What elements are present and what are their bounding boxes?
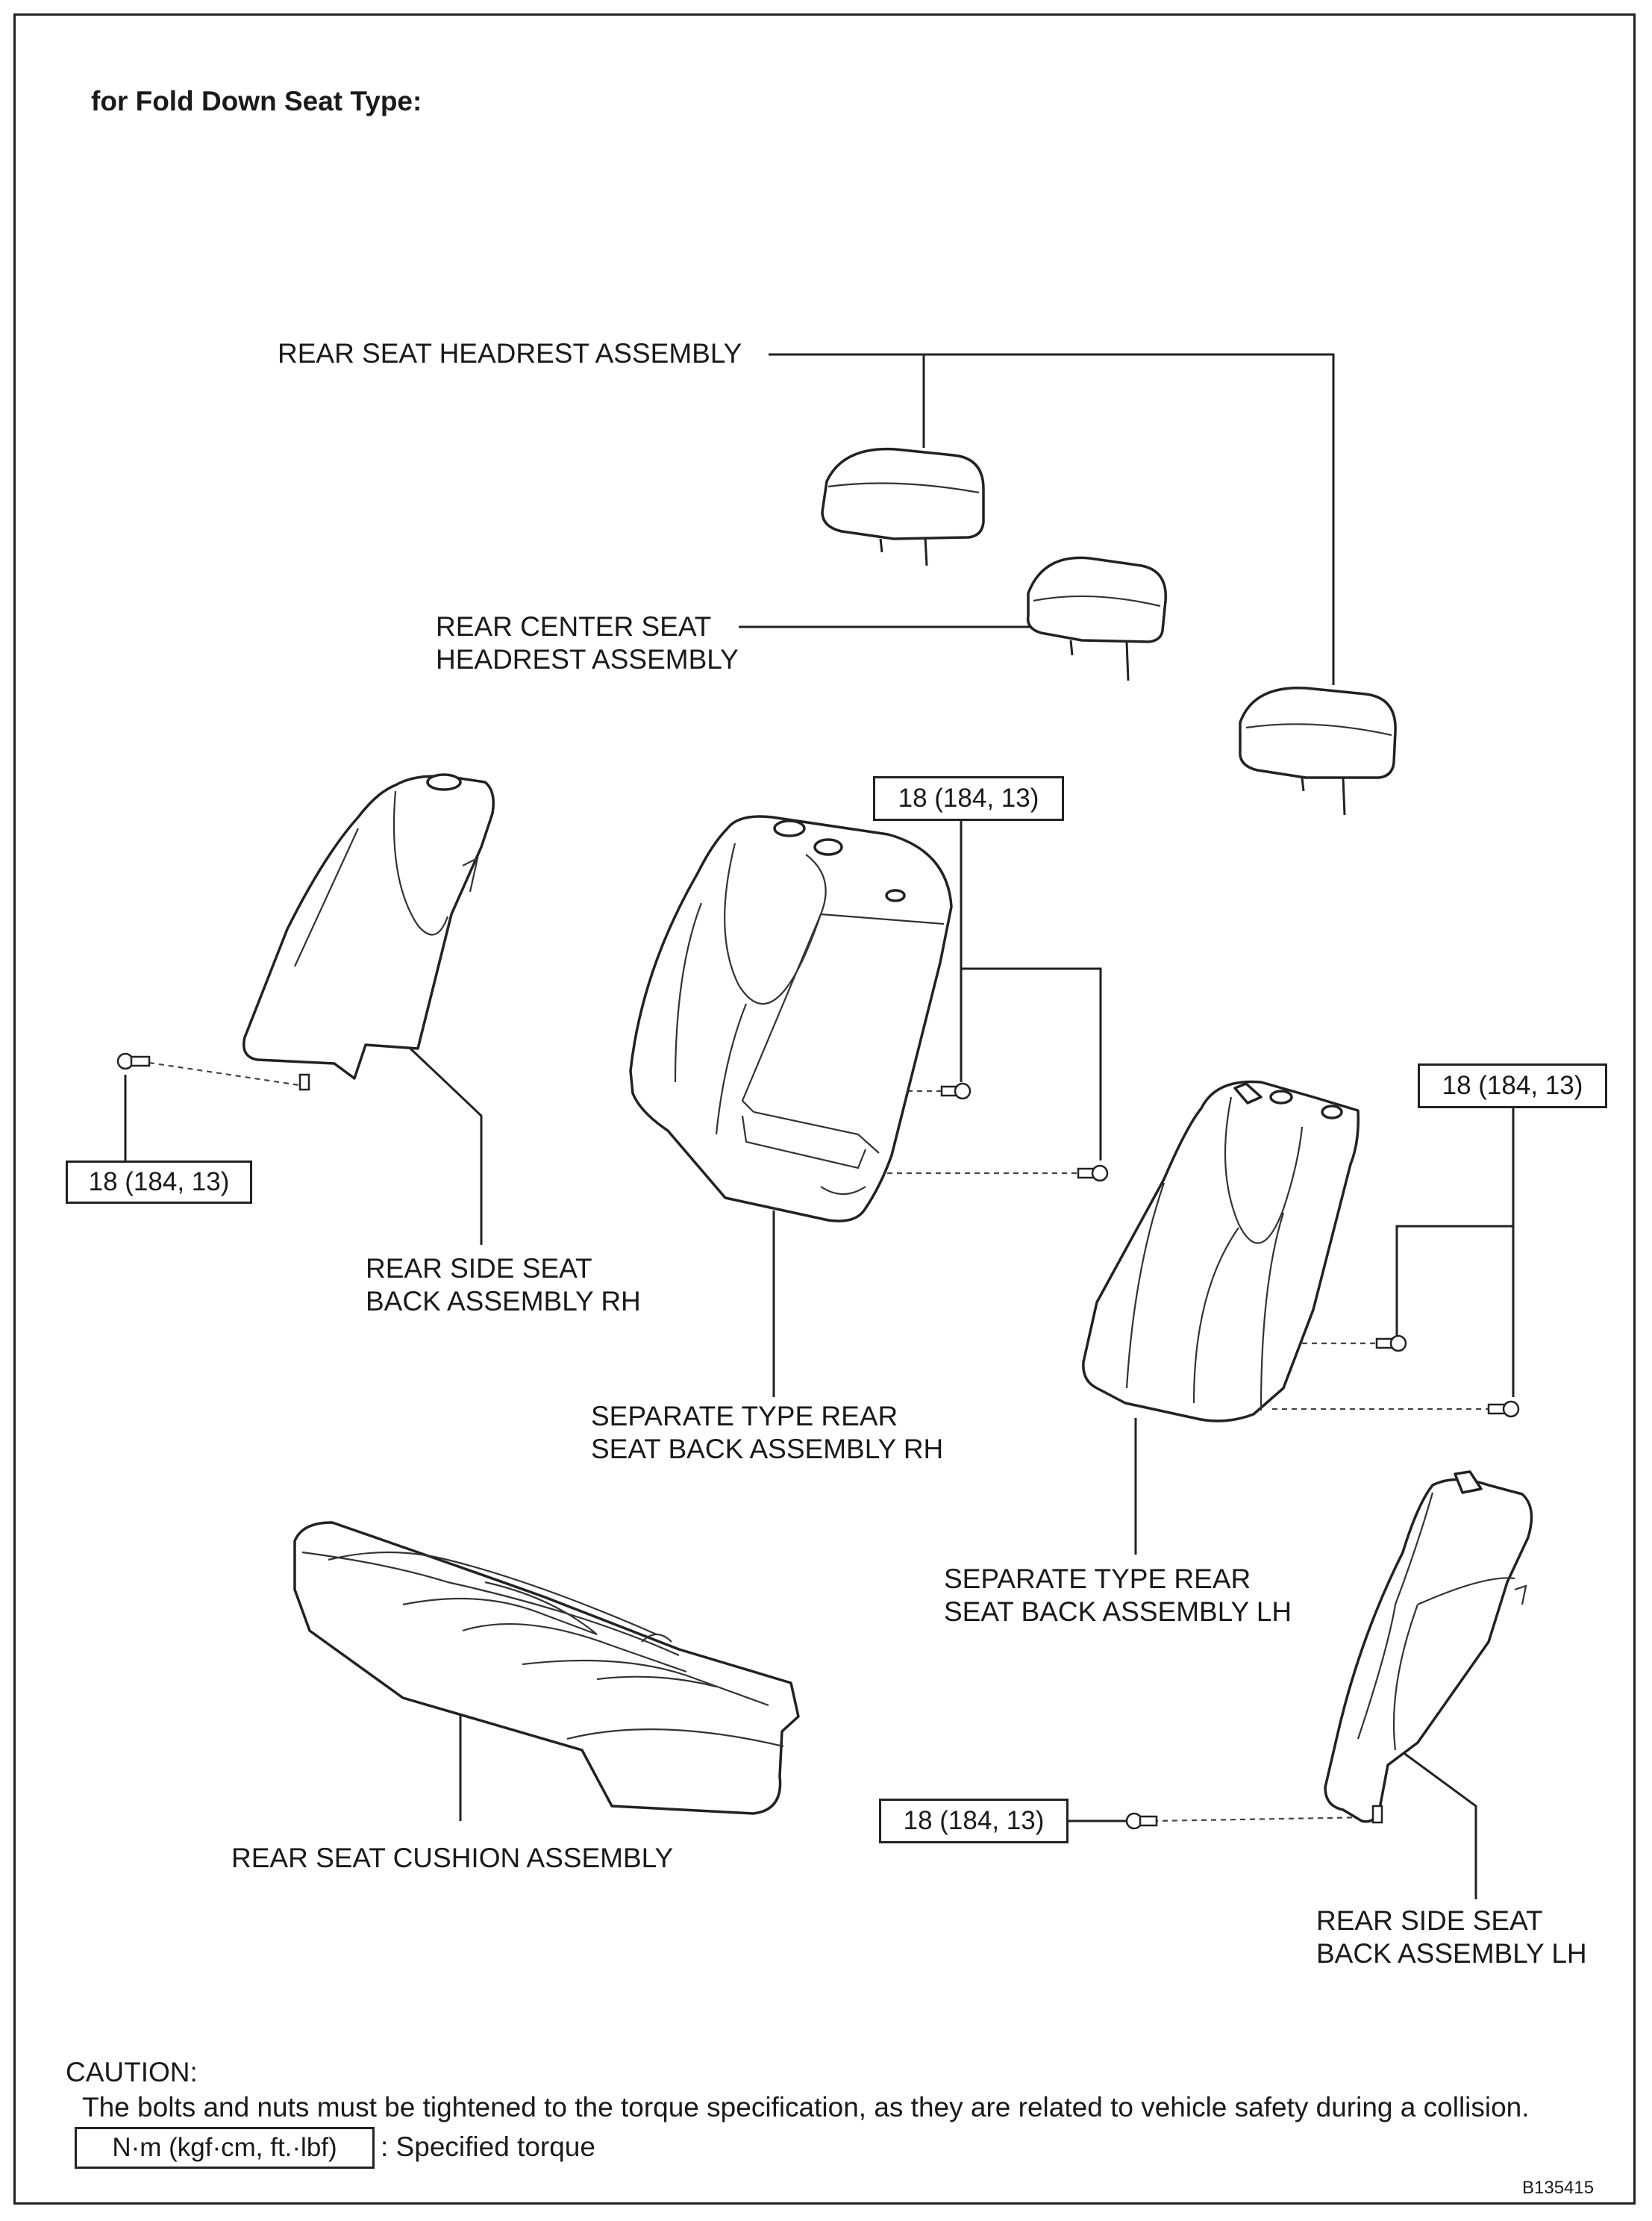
bolt-dash-lines bbox=[148, 1061, 1489, 1822]
label-separate-seat-back-lh-line2: SEAT BACK ASSEMBLY LH bbox=[944, 1596, 1292, 1627]
label-rear-side-seat-back-rh-line1: REAR SIDE SEAT bbox=[366, 1253, 592, 1284]
torque-legend-text: : Specified torque bbox=[381, 2131, 595, 2162]
bolt-right-upper bbox=[1375, 1334, 1407, 1352]
torque-legend-box: N·m (kgf·cm, ft.·lbf) bbox=[75, 2127, 375, 2169]
rear-side-seat-back-rh bbox=[243, 773, 495, 1091]
rear-seat-cushion bbox=[293, 1521, 800, 1815]
torque-box-bottom: 18 (184, 13) bbox=[879, 1799, 1069, 1843]
bolt-right-lower bbox=[1487, 1400, 1520, 1418]
label-separate-seat-back-rh-line2: SEAT BACK ASSEMBLY RH bbox=[591, 1434, 944, 1464]
label-rear-seat-cushion-assembly: REAR SEAT CUSHION ASSEMBLY bbox=[231, 1843, 674, 1873]
label-rear-center-seat-headrest-line2: HEADREST ASSEMBLY bbox=[436, 644, 739, 675]
bolt-center-lower bbox=[1077, 1164, 1109, 1182]
bolt-left bbox=[116, 1052, 151, 1070]
caution-heading: CAUTION: bbox=[66, 2057, 198, 2087]
leader-lines bbox=[124, 353, 1515, 1899]
label-rear-side-seat-back-lh-line1: REAR SIDE SEAT bbox=[1316, 1905, 1543, 1936]
rear-side-seat-back-lh bbox=[1324, 1470, 1533, 1824]
label-rear-side-seat-back-lh-line2: BACK ASSEMBLY LH bbox=[1316, 1938, 1587, 1969]
bolt-bottom bbox=[1125, 1812, 1158, 1830]
figure-id: B135415 bbox=[1522, 2178, 1595, 2198]
torque-box-left: 18 (184, 13) bbox=[66, 1161, 252, 1204]
separate-seat-back-lh bbox=[1082, 1080, 1360, 1422]
torque-box-center: 18 (184, 13) bbox=[873, 776, 1064, 821]
caution-text: The bolts and nuts must be tightened to … bbox=[82, 2092, 1530, 2122]
separate-seat-back-rh bbox=[629, 815, 953, 1222]
label-separate-seat-back-lh-line1: SEPARATE TYPE REAR bbox=[944, 1564, 1251, 1594]
page-title: for Fold Down Seat Type: bbox=[91, 86, 422, 116]
bolts bbox=[116, 1052, 1520, 1830]
label-rear-seat-headrest-assembly: REAR SEAT HEADREST ASSEMBLY bbox=[278, 338, 742, 369]
headrest-left bbox=[821, 447, 985, 566]
label-rear-side-seat-back-rh-line2: BACK ASSEMBLY RH bbox=[366, 1286, 641, 1316]
bolt-center-upper bbox=[940, 1082, 972, 1100]
label-separate-seat-back-rh-line1: SEPARATE TYPE REAR bbox=[591, 1401, 898, 1431]
label-rear-center-seat-headrest-line1: REAR CENTER SEAT bbox=[436, 611, 712, 642]
headrest-right bbox=[1239, 686, 1397, 816]
torque-box-right: 18 (184, 13) bbox=[1418, 1063, 1607, 1108]
headrest-center bbox=[1026, 556, 1167, 681]
